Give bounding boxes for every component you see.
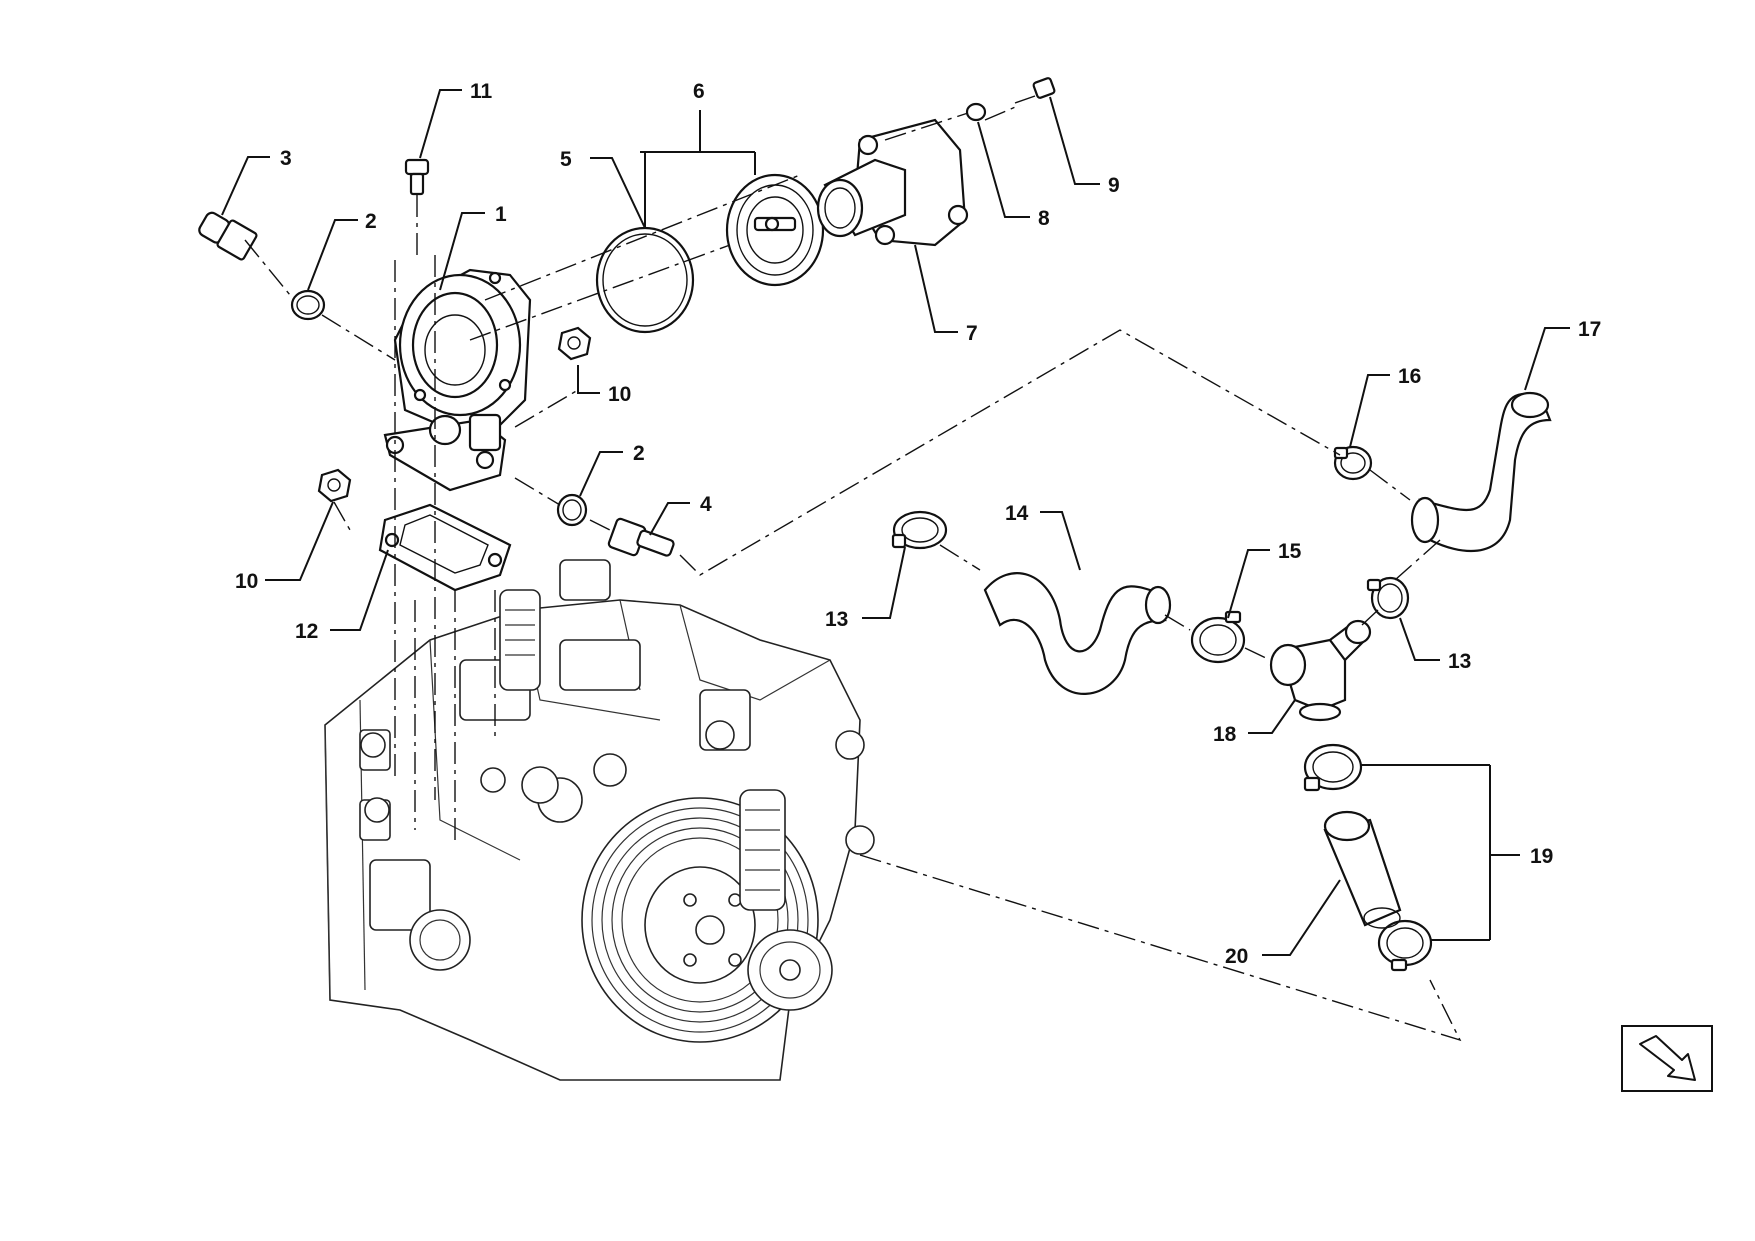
thermostat-cover-part: [816, 118, 969, 247]
thermostat-part: [725, 173, 825, 287]
arrow-down-right-icon: [1639, 1035, 1696, 1081]
callout-6: 6: [693, 80, 705, 103]
plug-part: [198, 211, 258, 261]
leader-lines: [221, 89, 1570, 956]
callout-18: 18: [1213, 723, 1237, 746]
hose-clamp-upper-part: [1333, 445, 1373, 481]
hose-upper-part: [1418, 392, 1552, 553]
hose-clamp-right-part: [1366, 576, 1410, 620]
nut-upper-part: [557, 326, 592, 361]
sleeve-part: [1323, 810, 1402, 929]
callout-16: 16: [1398, 365, 1421, 388]
callout-13-left: 13: [825, 608, 848, 631]
washer-part: [965, 102, 987, 122]
callout-10-lower: 10: [235, 570, 258, 593]
callout-5: 5: [560, 148, 572, 171]
callout-14: 14: [1005, 502, 1029, 525]
callout-2-lower: 2: [633, 442, 645, 465]
callout-15: 15: [1278, 540, 1302, 563]
callout-7: 7: [966, 322, 978, 345]
callout-17: 17: [1578, 318, 1601, 341]
screw-part: [1014, 77, 1056, 104]
callout-4: 4: [700, 493, 712, 516]
callout-13-right: 13: [1448, 650, 1471, 673]
t-fitting-part: [1269, 619, 1372, 722]
o-ring-part: [595, 226, 695, 334]
callout-8: 8: [1038, 207, 1050, 230]
callout-1: 1: [495, 203, 507, 226]
sensor-fitting-part: [607, 517, 675, 557]
hose-clamp-center-part: [1190, 610, 1246, 664]
callout-10-upper: 10: [608, 383, 631, 406]
gasket-part: [378, 503, 512, 592]
callout-19: 19: [1530, 845, 1553, 868]
callout-11: 11: [470, 80, 493, 103]
hose-short-part: [983, 572, 1167, 695]
engine-block-illustration: [324, 559, 875, 1081]
callout-3: 3: [280, 147, 292, 170]
bolt-part: [404, 158, 430, 196]
assembly-lines: [244, 104, 1462, 1042]
nut-lower-part: [317, 468, 352, 503]
hose-clamp-left-part: [891, 510, 948, 550]
callout-9: 9: [1108, 174, 1120, 197]
callout-12: 12: [295, 620, 318, 643]
thermostat-housing-part: [383, 268, 532, 492]
sealing-ring-lower-part: [556, 493, 588, 527]
hose-clamp-set-part: [1303, 743, 1433, 972]
view-orientation-button[interactable]: [1621, 1025, 1713, 1092]
callout-labels: 1 2 2 3 4 5 6 7 8 9 10 10 11 12 13 13 14…: [235, 80, 1601, 968]
callout-2-upper: 2: [365, 210, 377, 233]
callout-20: 20: [1225, 945, 1248, 968]
